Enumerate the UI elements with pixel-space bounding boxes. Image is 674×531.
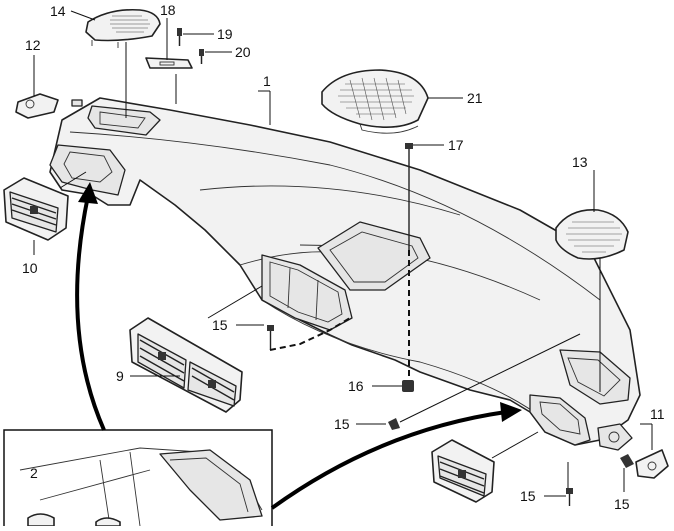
callout-15-center: 15 bbox=[212, 317, 228, 333]
callout-21: 21 bbox=[467, 90, 483, 106]
clip-plate bbox=[145, 57, 193, 69]
sensor-bracket bbox=[15, 93, 83, 119]
callout-9: 9 bbox=[116, 368, 124, 384]
screw-15-end bbox=[620, 454, 634, 468]
speaker-grille-right bbox=[555, 209, 629, 260]
long-bolt bbox=[405, 143, 413, 250]
callout-17: 17 bbox=[448, 137, 464, 153]
air-vent-center bbox=[129, 317, 243, 413]
callout-1: 1 bbox=[263, 73, 271, 89]
screw-15-center bbox=[267, 325, 274, 350]
air-vent-left bbox=[3, 177, 69, 241]
air-vent-right bbox=[431, 439, 495, 503]
screw-20 bbox=[199, 49, 204, 64]
nut-16 bbox=[402, 380, 414, 392]
callout-15-right: 15 bbox=[334, 416, 350, 432]
callout-20: 20 bbox=[235, 44, 251, 60]
callout-11: 11 bbox=[650, 406, 665, 422]
callout-15-end: 15 bbox=[614, 496, 630, 512]
callout-18: 18 bbox=[160, 2, 176, 18]
callout-12: 12 bbox=[25, 37, 41, 53]
end-trim-knob bbox=[635, 449, 669, 479]
callout-16: 16 bbox=[348, 378, 364, 394]
screw-15-right bbox=[388, 418, 400, 430]
callout-14: 14 bbox=[50, 3, 66, 19]
callout-19: 19 bbox=[217, 26, 233, 42]
detail-inset bbox=[3, 429, 273, 531]
callout-2: 2 bbox=[30, 465, 38, 481]
callout-15-bottom: 15 bbox=[520, 488, 536, 504]
callout-10: 10 bbox=[22, 260, 38, 276]
speaker-grille-center bbox=[321, 69, 429, 134]
callout-labels: 14 18 19 12 20 1 21 17 13 10 15 9 16 15 … bbox=[22, 2, 665, 512]
dashboard-panel bbox=[49, 97, 641, 451]
screw-19 bbox=[177, 28, 182, 46]
callout-13: 13 bbox=[572, 154, 588, 170]
speaker-grille-left bbox=[85, 8, 161, 48]
screw-15-bottom bbox=[566, 488, 573, 506]
